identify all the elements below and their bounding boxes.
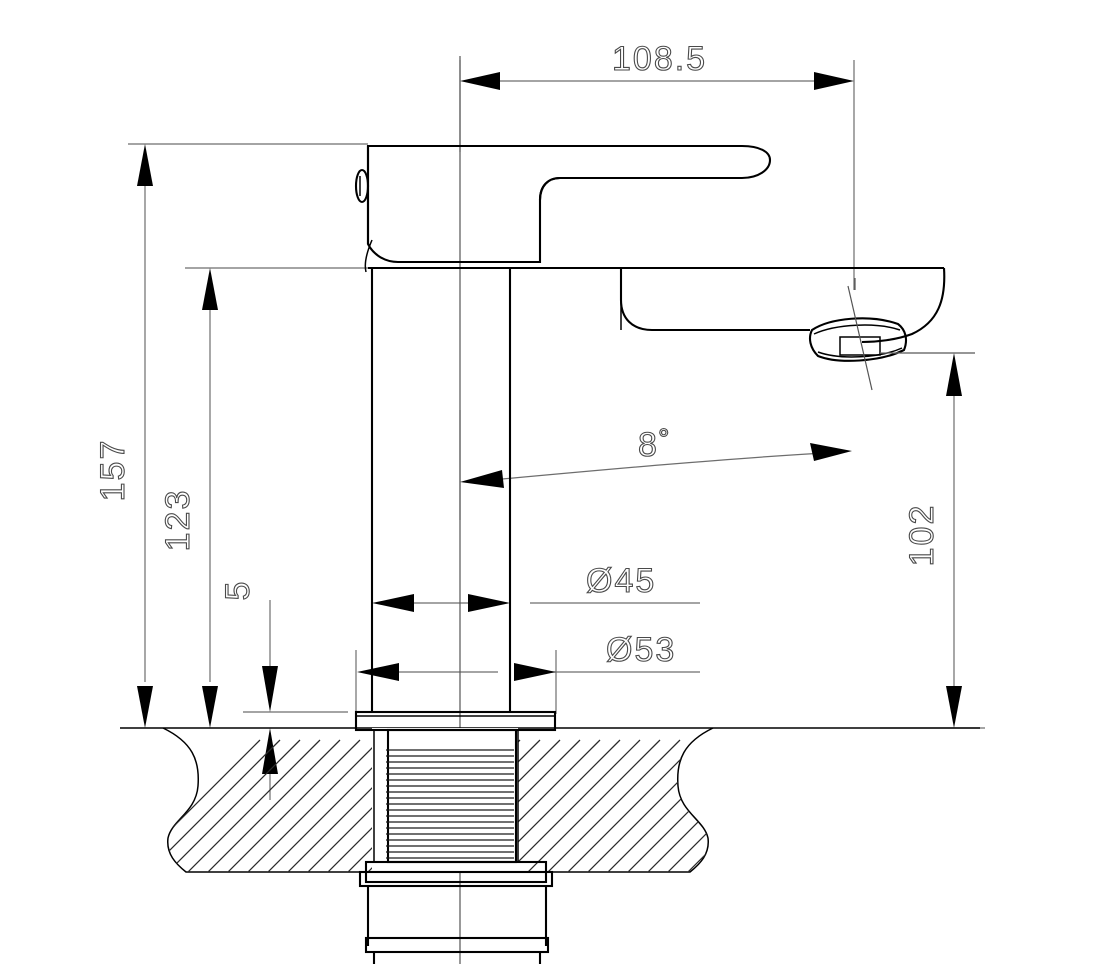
arrowhead-right [814,72,854,90]
arrowhead-top [202,268,218,310]
arrowhead-bottom [137,686,153,728]
tailpiece-collar [364,936,550,954]
arrowhead-right [514,663,556,681]
dimension-spout-height: 102 [880,352,985,729]
spout-underside [619,268,810,332]
dimension-base-diameter: Ø53 [355,630,700,714]
aerator-outline [808,317,908,362]
dimension-deck-thickness: 5 [218,579,348,800]
counter-top-section [120,727,980,873]
dimension-label-8-degrees: 8˚ [638,426,672,464]
dimension-label-157: 157 [94,439,132,502]
dimension-label-diameter-45: Ø45 [586,562,656,600]
arrowhead-top [137,144,153,186]
dimension-overall-reach: 108.5 [459,39,855,290]
dimension-label-123: 123 [159,489,197,552]
arrowhead-right [810,443,852,461]
spout-nose-outer [861,267,946,344]
arrowhead-down [262,666,278,712]
arrowhead-top [946,353,962,396]
arrowhead-bottom [946,686,962,728]
arrowhead-left [460,470,504,488]
dimension-body-height: 123 [158,267,368,728]
threaded-shank [373,728,519,864]
dimension-label-diameter-53: Ø53 [606,631,676,669]
handle-pivot-arc [364,239,373,273]
angle-arc-dimension-line [469,451,843,483]
hatch-cutout-shank [372,728,518,872]
arrowhead-left [372,594,414,612]
centerlines [459,56,856,964]
arrowhead-up [262,728,278,774]
dimension-overall-height: 157 [93,143,368,728]
faucet-column [370,268,512,712]
handle-outline [366,144,772,264]
thread-lines [386,749,514,859]
arrowhead-right [468,594,510,612]
mounting-nut [358,860,554,888]
arrowhead-left [460,72,500,90]
dimension-column-diameter: Ø45 [372,561,700,612]
dimension-spout-angle: 8˚ [459,410,852,520]
lever-handle [354,144,772,273]
spout-body [368,266,946,344]
arrowhead-left [357,663,399,681]
dimension-label-102: 102 [903,504,941,567]
aerator-top-seam [813,324,901,335]
handle-inner-fillet [538,176,561,201]
aerator-bottom-seam [817,347,903,358]
aerator-centerline-tilted [847,285,873,391]
handle-indicator-oval [354,168,370,204]
nut-washer [358,870,554,888]
supply-tailpiece [364,886,550,964]
aerator-outlet [808,285,975,391]
dimension-label-5: 5 [219,580,257,601]
arrowhead-bottom [202,686,218,728]
dimension-label-108-5: 108.5 [612,40,707,78]
